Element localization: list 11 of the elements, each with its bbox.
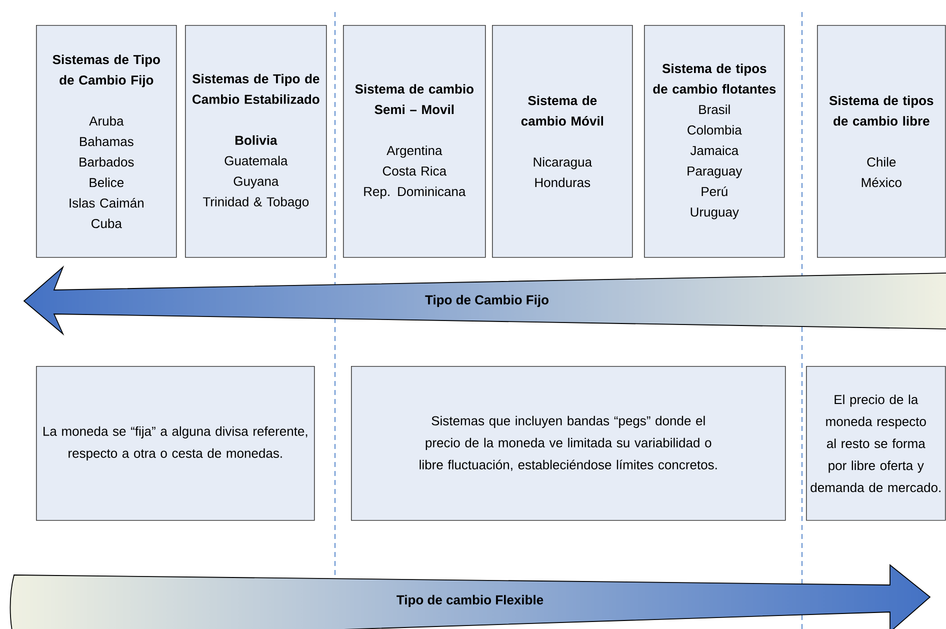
system-box: Sistema de cambio Semi – Movil Argentina Costa Rica Rep. Dominicana [343, 25, 486, 258]
system-box: Sistema de tipos de cambio flotantes Brasil Colombia Jamaica Paraguay Perú Uruguay [644, 25, 785, 258]
description-box: La moneda se “fija” a alguna divisa referente, respecto a otra o cesta de monedas. [36, 366, 315, 521]
system-box: Sistemas de Tipo de Cambio Fijo Aruba Bahamas Barbados Belice Islas Caimán Cuba [36, 25, 177, 258]
arrow-label: Tipo de cambio Flexible [396, 594, 544, 608]
system-box: Sistemas de Tipo de Cambio Estabilizado Bolivia Guatemala Guyana Trinidad & Tobago [185, 25, 327, 258]
description-box: El precio de la moneda respecto al resto se forma por libre oferta y demanda de mercado. [806, 366, 946, 521]
description-box: Sistemas que incluyen bandas “pegs” donde el precio de la moneda ve limitada su variabilidad o libre fluctuación, estableciéndose límites concretos. [351, 366, 786, 521]
arrow-label: Tipo de Cambio Fijo [425, 294, 548, 308]
system-box: Sistema de cambio Móvil Nicaragua Honduras [492, 25, 633, 258]
system-box: Sistema de tipos de cambio libre Chile México [817, 25, 946, 258]
